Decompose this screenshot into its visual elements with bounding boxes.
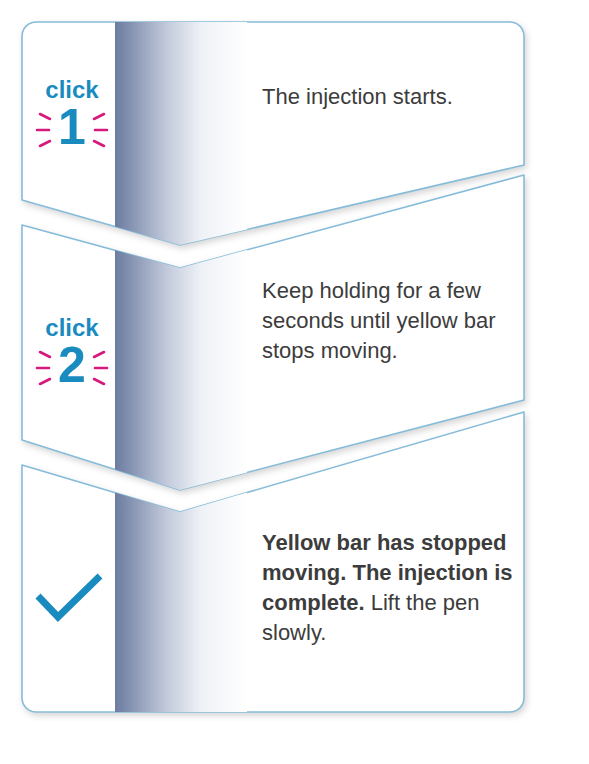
step-text: The injection starts. (262, 84, 453, 109)
sparkle-line (95, 129, 107, 132)
sparkle-line (94, 352, 104, 357)
text-box: click (22, 78, 122, 102)
text-box: The injection starts. (262, 82, 517, 112)
sparkle-line (95, 367, 107, 370)
pen-body (115, 0, 247, 764)
pen-body (115, 0, 247, 764)
pen-body (115, 0, 247, 764)
click-label: click (22, 316, 122, 340)
text-box: Yellow bar has stopped moving. The injec… (262, 528, 517, 648)
sparkle-line (94, 379, 104, 384)
panel-outline (22, 22, 524, 262)
text-box: Keep holding for a few seconds until yel… (262, 276, 517, 366)
step-number: 2 (22, 340, 122, 390)
sparkle-line (37, 367, 49, 370)
check-mark (38, 576, 100, 617)
sparkle-line (40, 114, 50, 119)
text-box: click (22, 316, 122, 340)
panel-fill (22, 412, 524, 712)
step-text: Keep holding for a few seconds until yel… (262, 278, 496, 363)
sparkle-line (40, 141, 50, 146)
sparkle-line (40, 352, 50, 357)
step-number: 1 (22, 102, 122, 152)
sparkle-line (94, 141, 104, 146)
text-box: 2 (22, 340, 122, 390)
click-label: click (22, 78, 122, 102)
sparkle-line (40, 379, 50, 384)
panel-border (22, 412, 524, 712)
sparkle-line (37, 129, 49, 132)
text-box: 1 (22, 102, 122, 152)
step-panel: click1 The injection starts. (22, 22, 524, 262)
sparkle-line (94, 114, 104, 119)
